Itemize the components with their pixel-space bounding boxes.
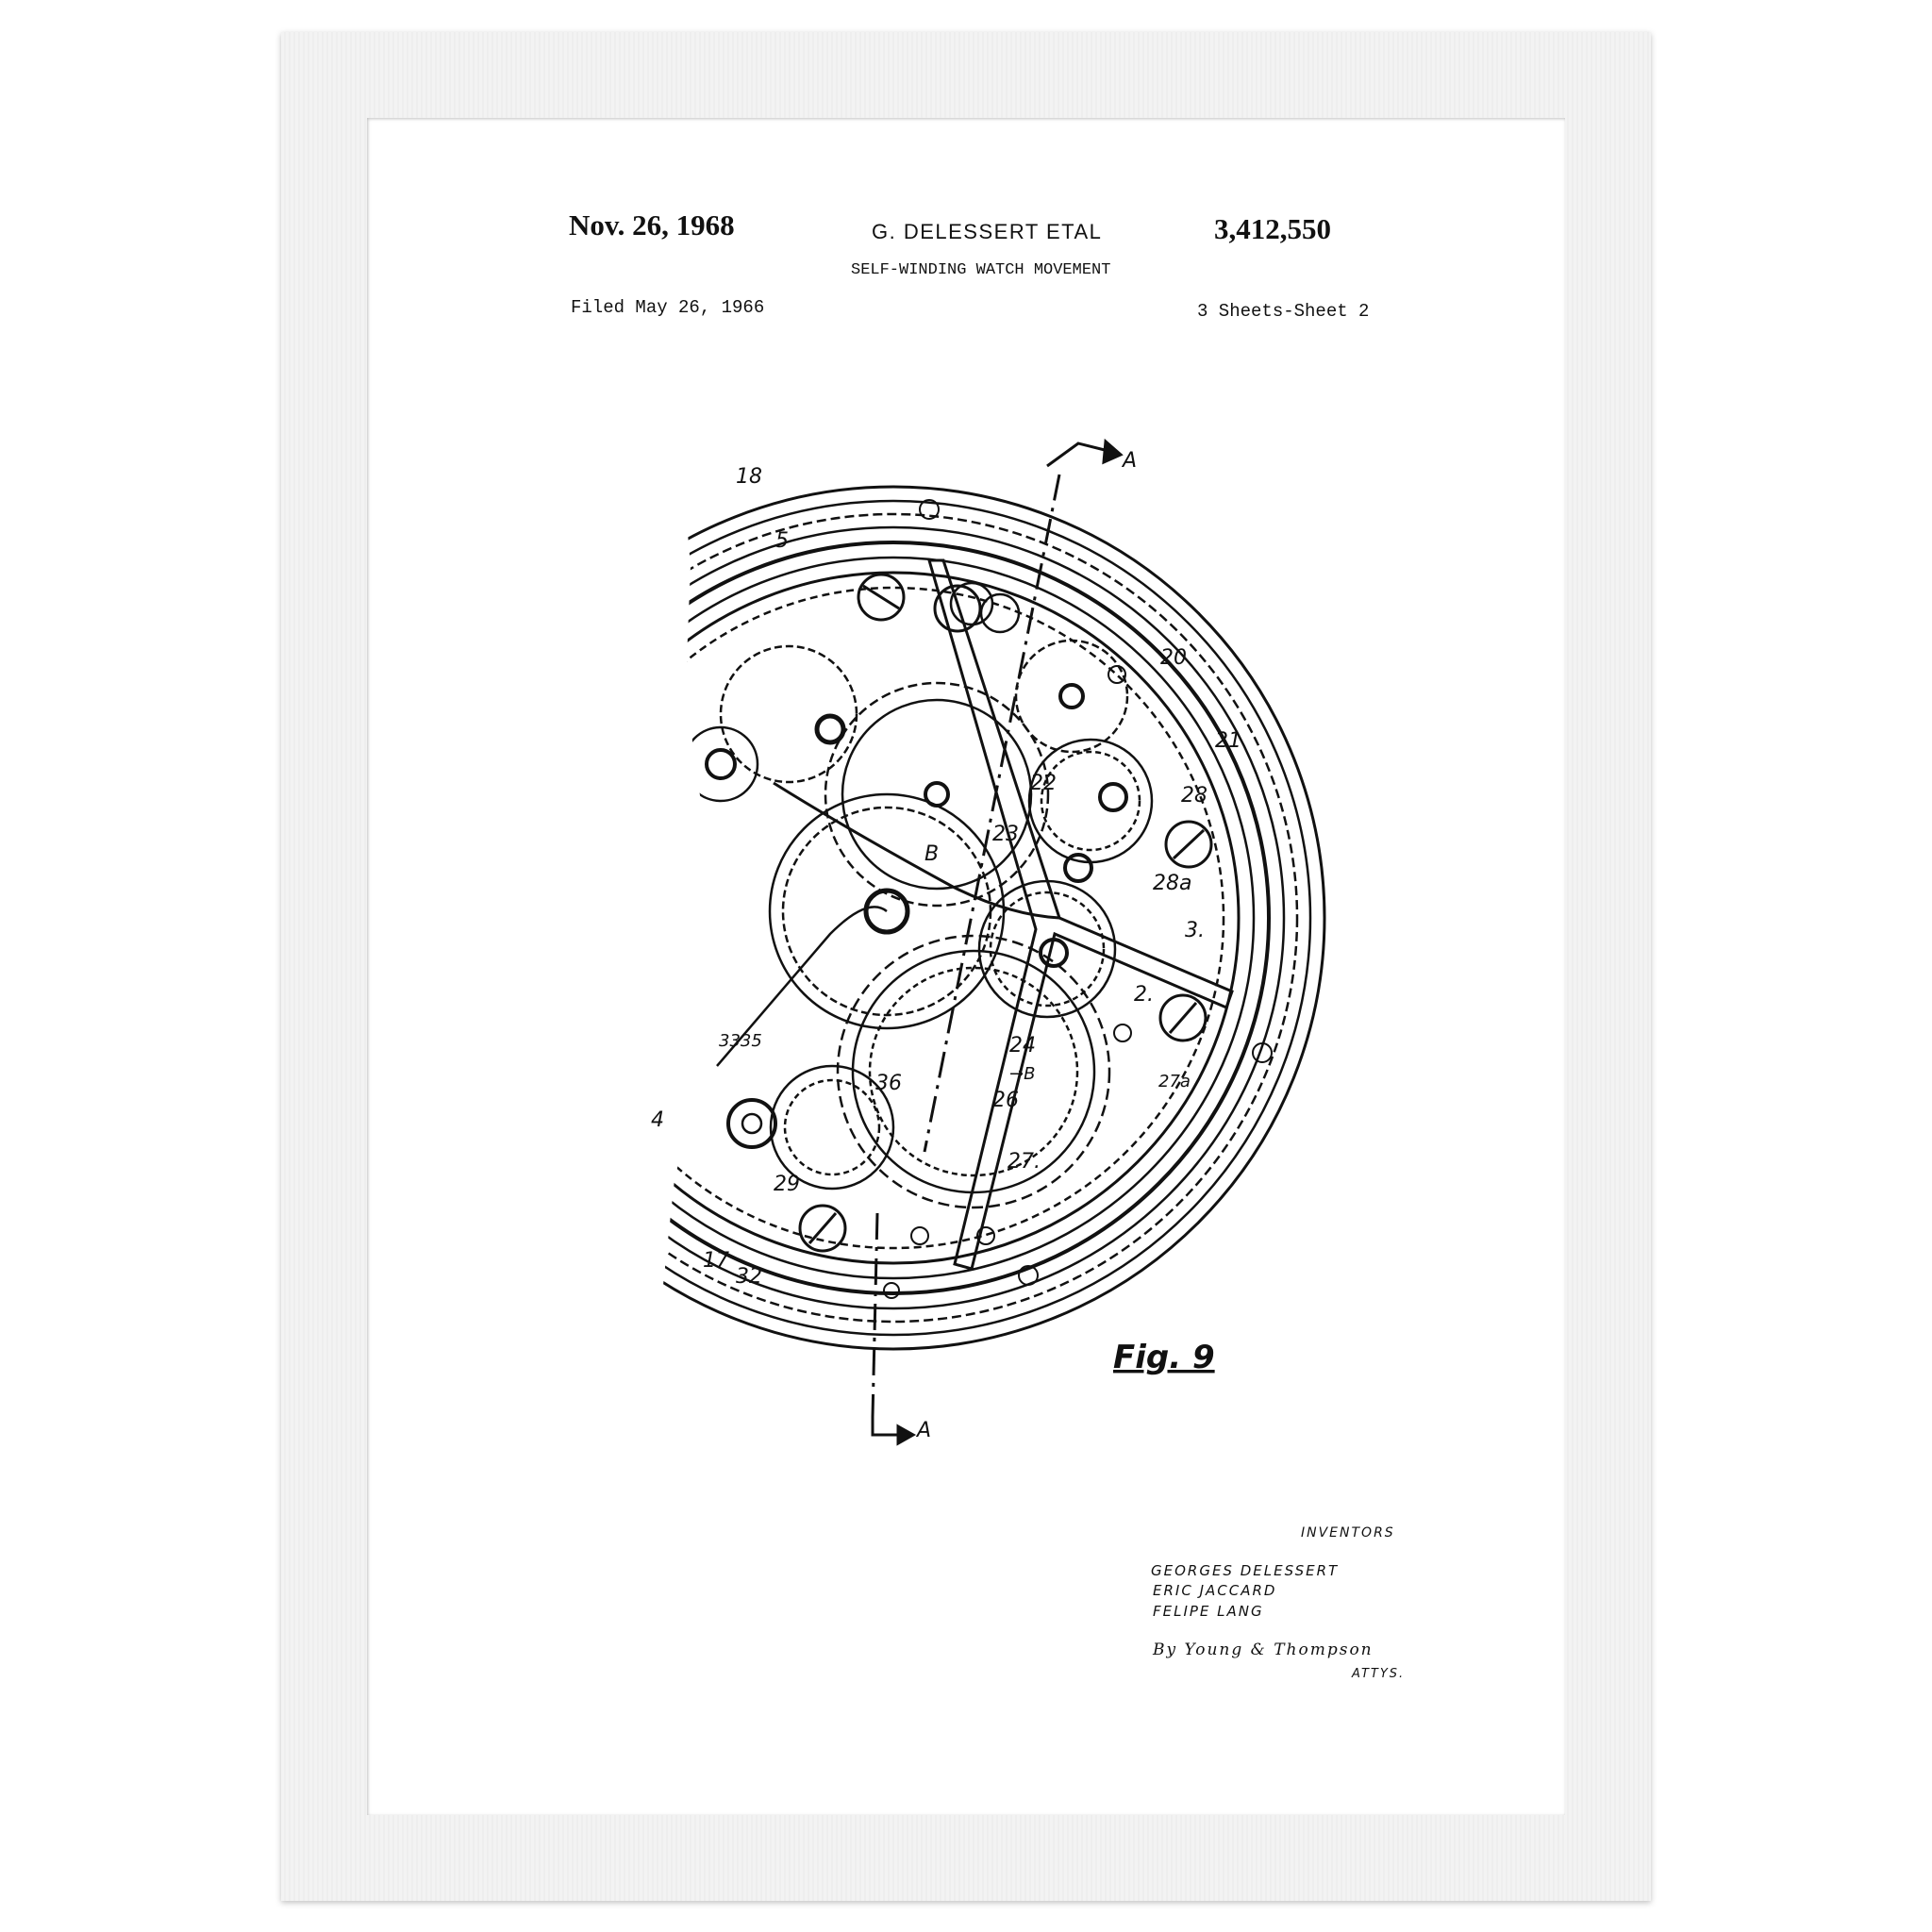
label-2: 2.: [1134, 983, 1154, 1007]
label-27a: 27a: [1158, 1072, 1191, 1091]
section-label-bottom: A: [915, 1419, 931, 1442]
patent-title: SELF-WINDING WATCH MOVEMENT: [851, 261, 1111, 279]
label-20: 20: [1160, 646, 1187, 670]
patent-date: Nov. 26, 1968: [569, 208, 735, 242]
attorney-signature: By Young & Thompson: [1153, 1641, 1374, 1659]
label-21: 21: [1215, 729, 1241, 753]
label-22: 22: [1030, 772, 1057, 795]
label-32: 32: [736, 1265, 762, 1289]
filed-date: Filed May 26, 1966: [571, 297, 765, 318]
attorneys-label: Attys.: [1352, 1667, 1406, 1681]
label-5: 5: [775, 529, 789, 553]
section-label-top: A: [1121, 449, 1137, 473]
label-36: 36: [875, 1072, 902, 1095]
patent-number: 3,412,550: [1214, 212, 1331, 245]
patent-sheet: Nov. 26, 1968 G. DELESSERT ETAL 3,412,55…: [367, 118, 1565, 1815]
picture-frame: Nov. 26, 1968 G. DELESSERT ETAL 3,412,55…: [281, 32, 1651, 1901]
inventor-1: Georges Delessert: [1151, 1562, 1340, 1579]
label-29: 29: [774, 1173, 800, 1196]
figure-caption: Fig. 9: [1113, 1339, 1215, 1376]
label-4: 4: [651, 1108, 664, 1132]
label-3335: 3335: [719, 1031, 762, 1051]
label-17: 17: [703, 1249, 729, 1273]
reference-numerals: A A 18 5 20 21 22 28 23 28a B 3. 2. 24 2…: [651, 449, 1241, 1442]
label-23: 23: [992, 823, 1019, 846]
label-3: 3.: [1185, 919, 1205, 942]
label-b-arrow: →B: [1009, 1064, 1035, 1084]
inventors-heading: Inventors: [1301, 1525, 1395, 1541]
label-27: 27.: [1008, 1150, 1041, 1174]
label-28: 28: [1181, 784, 1208, 808]
label-28a: 28a: [1153, 872, 1191, 895]
inventor-name: G. DELESSERT ETAL: [872, 220, 1103, 243]
label-24: 24: [1009, 1034, 1036, 1058]
movement-body: [660, 485, 1326, 1351]
sheet-count: 3 Sheets-Sheet 2: [1197, 301, 1370, 322]
label-26: 26: [992, 1089, 1019, 1112]
section-line: [871, 438, 1124, 1446]
inventor-2: Eric Jaccard: [1153, 1582, 1277, 1599]
inventor-3: Felipe Lang: [1153, 1603, 1264, 1620]
label-b: B: [924, 842, 939, 866]
label-18: 18: [736, 465, 762, 489]
